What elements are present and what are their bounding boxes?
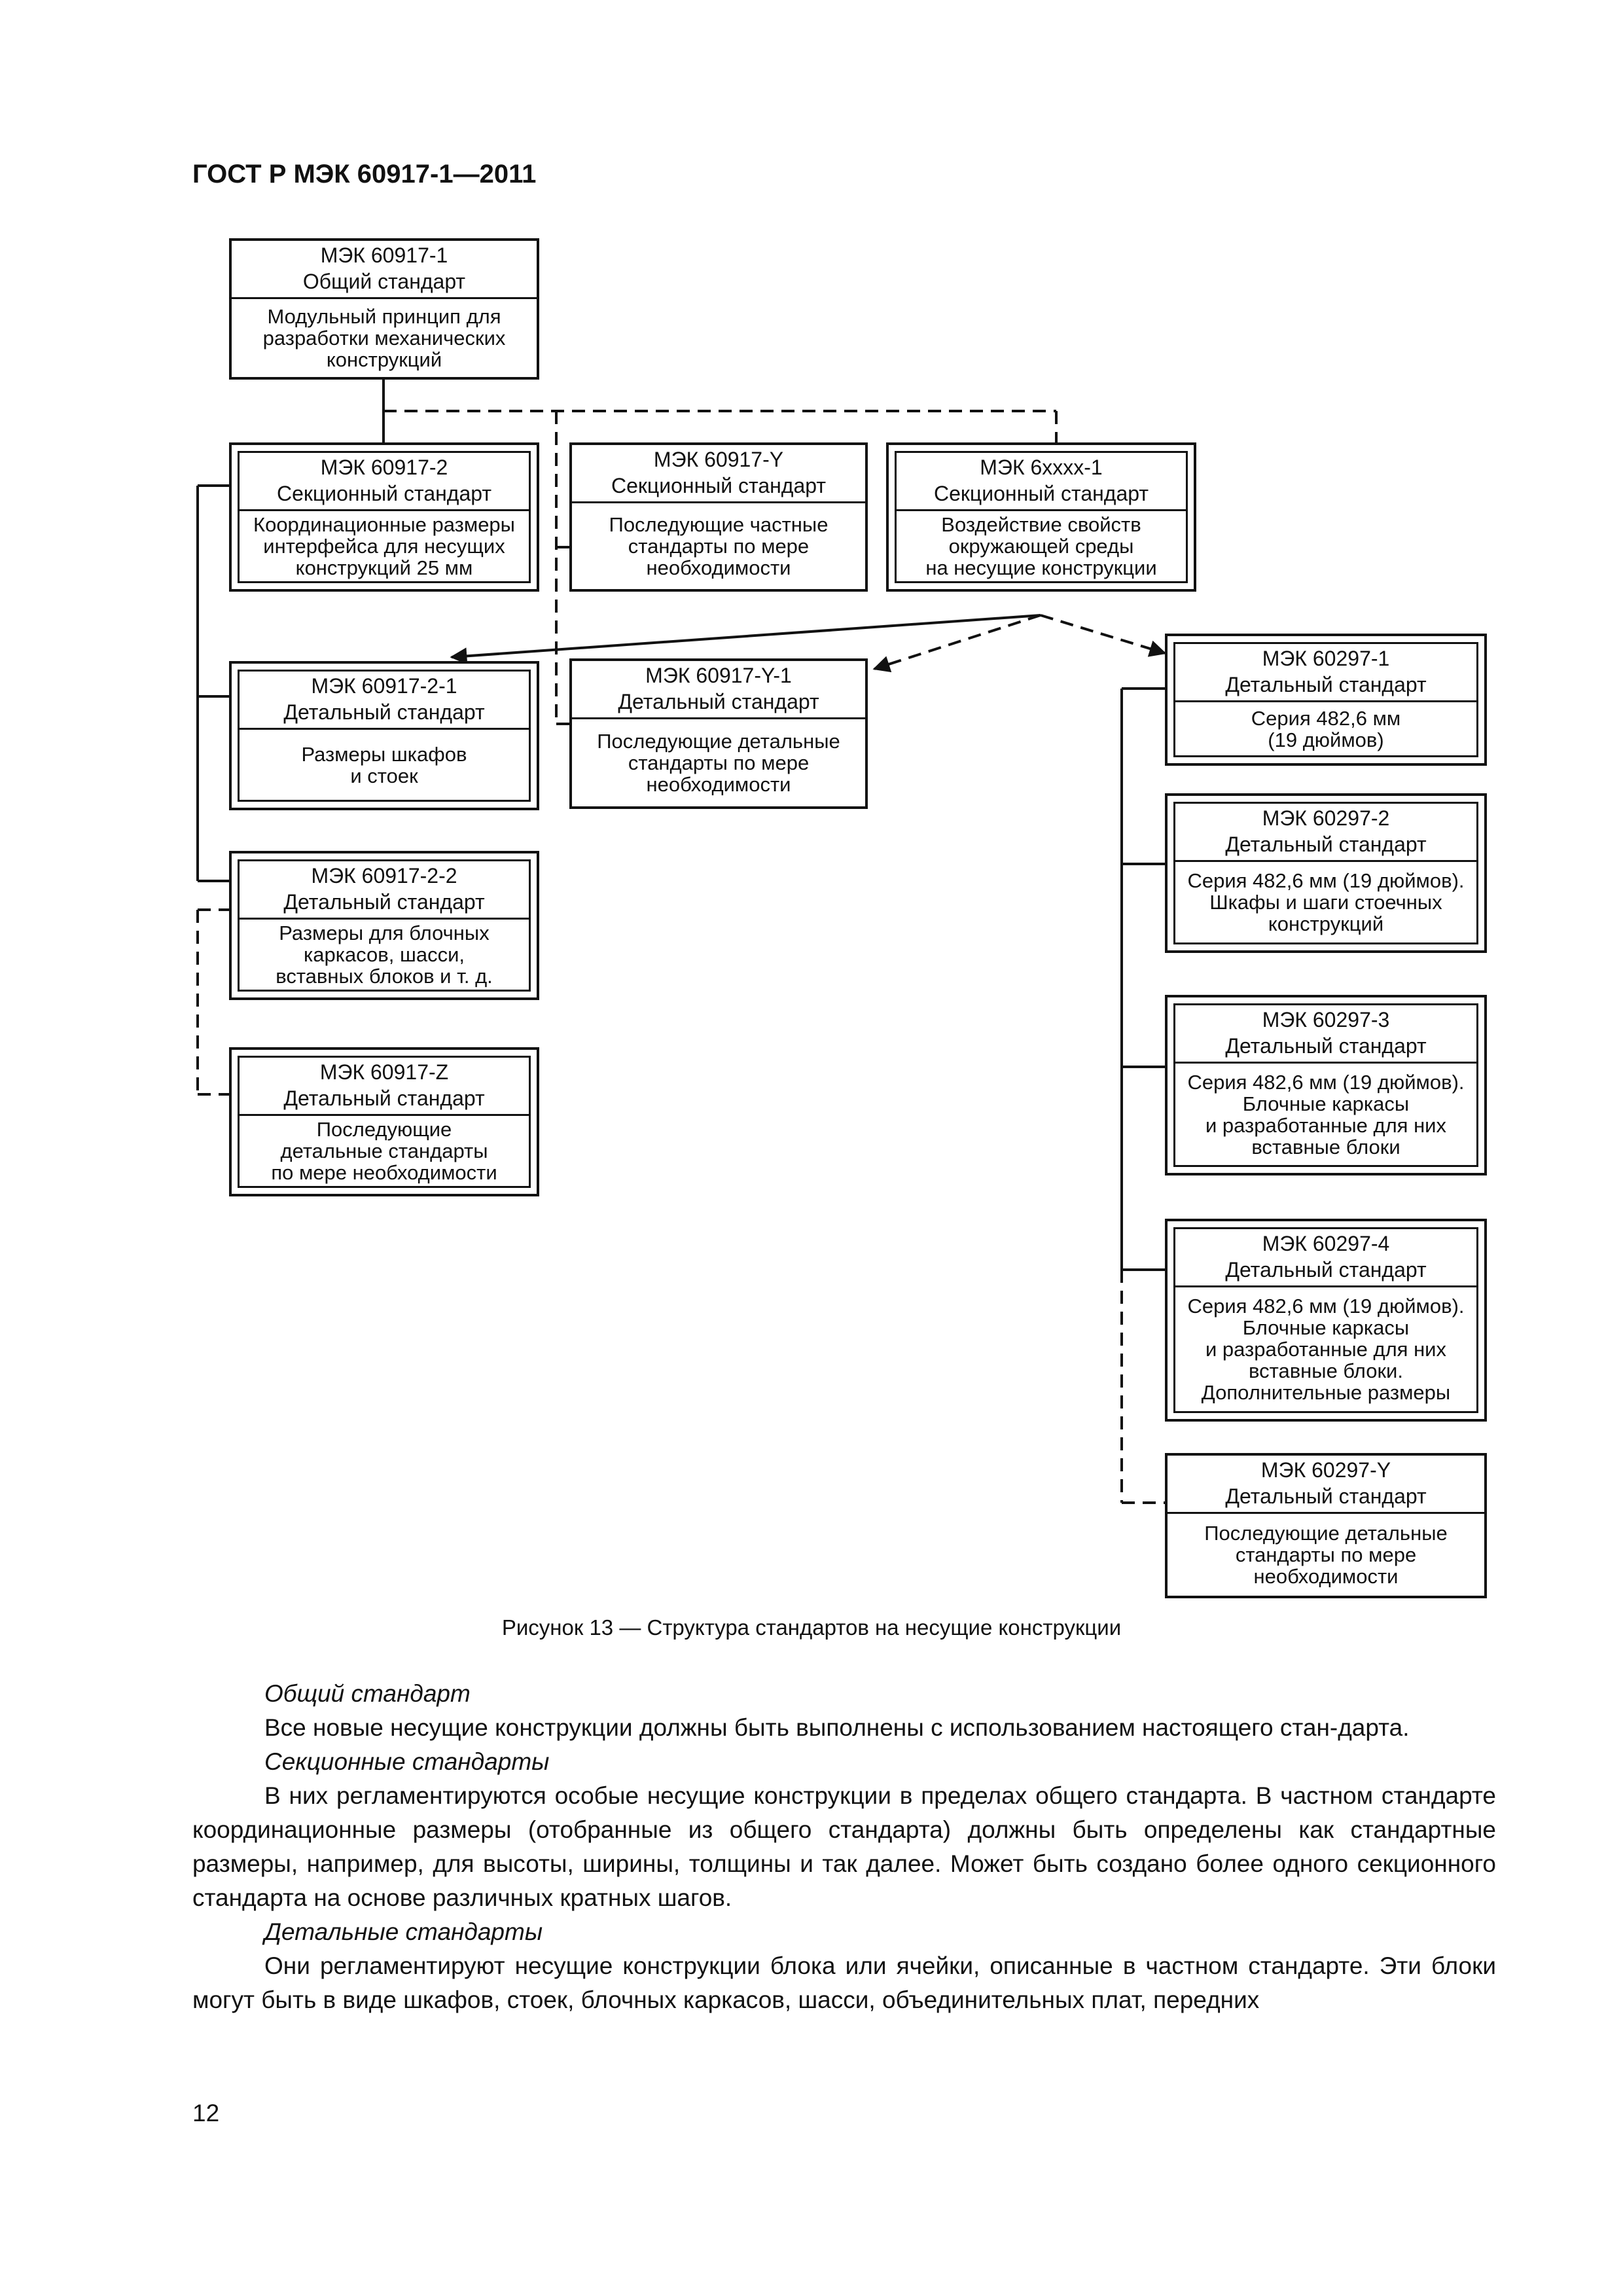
box-iec-60917-2-1: МЭК 60917-2-1 Детальный стандарт Размеры…	[229, 661, 539, 810]
box-desc: Серия 482,6 мм (19 дюймов). Шкафы и шаги…	[1187, 869, 1465, 935]
box-iec-60297-4: МЭК 60297-4 Детальный стандарт Серия 482…	[1165, 1219, 1487, 1422]
box-desc: Серия 482,6 мм (19 дюймов). Блочные карк…	[1187, 1070, 1465, 1158]
box-desc: Размеры для блочных каркасов, шасси, вст…	[276, 922, 493, 988]
box-general-title: МЭК 60917-1 Общий стандарт	[232, 241, 537, 299]
box-general-desc: Модульный принцип для разработки механич…	[262, 305, 506, 371]
box-iec-60297-y: МЭК 60297-Y Детальный стандарт Последующ…	[1165, 1453, 1487, 1598]
box-desc: Координационные размеры интерфейса для н…	[253, 513, 515, 579]
box-title: МЭК 60297-1 Детальный стандарт	[1175, 644, 1476, 702]
box-title: МЭК 60297-4 Детальный стандарт	[1175, 1229, 1476, 1287]
box-title: МЭК 60917-2 Секционный стандарт	[240, 453, 529, 511]
box-desc: Воздействие свойств окружающей среды на …	[925, 513, 1157, 579]
box-title: МЭК 60297-Y Детальный стандарт	[1168, 1456, 1484, 1514]
box-title: МЭК 60297-2 Детальный стандарт	[1175, 804, 1476, 862]
box-desc: Последующие частные стандарты по мере не…	[609, 513, 829, 579]
box-desc: Последующие детальные стандарты по мере …	[271, 1118, 497, 1184]
box-iec-60917-y-1: МЭК 60917-Y-1 Детальный стандарт Последу…	[569, 658, 868, 809]
box-title: МЭК 60917-2-2 Детальный стандарт	[240, 861, 529, 920]
heading-general-standard: Общий стандарт	[264, 1680, 471, 1707]
heading-detail-standards: Детальные стандарты	[264, 1918, 543, 1945]
box-title: МЭК 6xxxx-1 Секционный стандарт	[897, 453, 1186, 511]
paragraph: В них регламентируются особые несущие ко…	[192, 1782, 1496, 1911]
paragraph: Они регламентируют несущие конструкции б…	[192, 1952, 1496, 2013]
box-iec-60297-2: МЭК 60297-2 Детальный стандарт Серия 482…	[1165, 793, 1487, 953]
box-title: МЭК 60917-Y-1 Детальный стандарт	[572, 661, 865, 719]
box-iec-60297-3: МЭК 60297-3 Детальный стандарт Серия 482…	[1165, 995, 1487, 1175]
structure-diagram-connectors	[196, 380, 1167, 1504]
arrow-s6x-to-d21	[450, 614, 1041, 665]
box-desc: Серия 482,6 мм (19 дюймов). Блочные карк…	[1187, 1295, 1465, 1404]
arrow-s6x-to-p1	[1040, 614, 1167, 657]
box-iec-60917-2-2: МЭК 60917-2-2 Детальный стандарт Размеры…	[229, 851, 539, 1000]
document-header: ГОСТ Р МЭК 60917-1—2011	[192, 160, 537, 188]
arrow-s6x-to-dy1	[872, 614, 1041, 673]
box-desc: Размеры шкафов и стоек	[301, 742, 467, 787]
box-desc: Последующие детальные стандарты по мере …	[597, 730, 840, 796]
box-title: МЭК 60297-3 Детальный стандарт	[1175, 1005, 1476, 1064]
box-iec-60297-1: МЭК 60297-1 Детальный стандарт Серия 482…	[1165, 634, 1487, 766]
box-desc: Последующие детальные стандарты по мере …	[1204, 1522, 1448, 1588]
box-iec-60917-z: МЭК 60917-Z Детальный стандарт Последующ…	[229, 1047, 539, 1196]
box-iec-60917-2: МЭК 60917-2 Секционный стандарт Координа…	[229, 442, 539, 592]
box-title: МЭК 60917-Z Детальный стандарт	[240, 1058, 529, 1116]
body-text: Общий стандарт Все новые несущие констру…	[192, 1677, 1496, 2017]
box-iec-60917-y: МЭК 60917-Y Секционный стандарт Последую…	[569, 442, 868, 592]
box-title: МЭК 60917-2-1 Детальный стандарт	[240, 672, 529, 730]
paragraph: Все новые несущие конструкции должны быт…	[264, 1714, 1410, 1741]
box-iec-6xxxx-1: МЭК 6xxxx-1 Секционный стандарт Воздейст…	[886, 442, 1196, 592]
box-desc: Серия 482,6 мм (19 дюймов)	[1251, 706, 1401, 751]
figure-caption: Рисунок 13 — Структура стандартов на нес…	[501, 1615, 1122, 1640]
box-general-standard: МЭК 60917-1 Общий стандарт Модульный при…	[229, 238, 539, 380]
page-number: 12	[192, 2100, 220, 2126]
heading-sectional-standards: Секционные стандарты	[264, 1748, 550, 1775]
box-title: МЭК 60917-Y Секционный стандарт	[572, 445, 865, 503]
